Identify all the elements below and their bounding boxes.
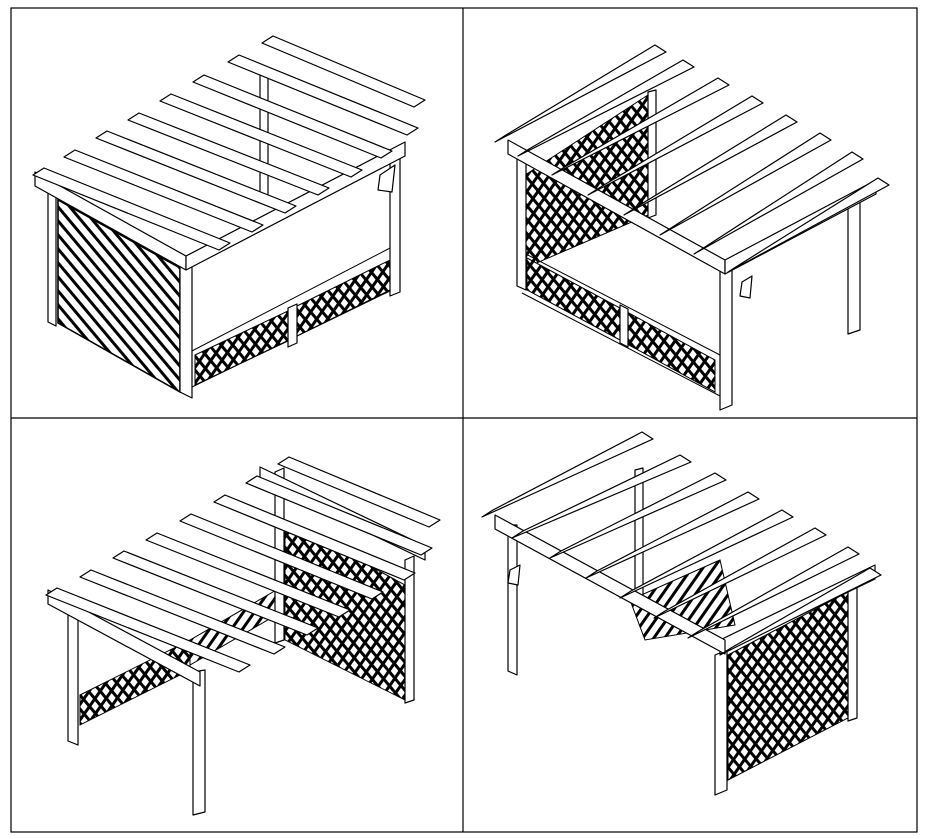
post-front-middle (619, 304, 629, 348)
post-left (67, 599, 79, 746)
rafters (481, 431, 882, 656)
lattice-front-lower (194, 259, 391, 386)
figure-border (10, 7, 918, 833)
post-back (634, 467, 644, 604)
panel-bottom-right-pergola (481, 431, 882, 796)
corner-brace (377, 164, 396, 193)
post-right (847, 575, 858, 722)
post-front-right (847, 198, 861, 335)
side-beam (47, 589, 201, 687)
corner-brace (507, 564, 521, 586)
lattice-roof-infill (629, 559, 736, 641)
post-front-left (719, 261, 733, 411)
lattice-left-side (57, 198, 181, 394)
post-front-left (179, 264, 193, 399)
post-front (714, 649, 728, 796)
rafters (45, 456, 441, 673)
post-right (404, 555, 415, 704)
panel-top-right-pergola (494, 44, 890, 411)
rafters (32, 35, 426, 251)
panel-top-left-pergola (32, 35, 426, 399)
lattice-front-lower (526, 257, 716, 393)
panel-bottom-left-pergola (45, 456, 441, 816)
post-back-left (516, 149, 527, 291)
lattice-right-side (727, 591, 849, 781)
post-back-left (47, 189, 57, 327)
post-back-left (507, 524, 518, 676)
post-front (192, 669, 206, 816)
post-front-middle (287, 303, 298, 348)
lattice-left-lower (79, 639, 191, 726)
side-beam (494, 514, 726, 655)
rafters (494, 44, 890, 273)
corner-brace (739, 275, 753, 299)
